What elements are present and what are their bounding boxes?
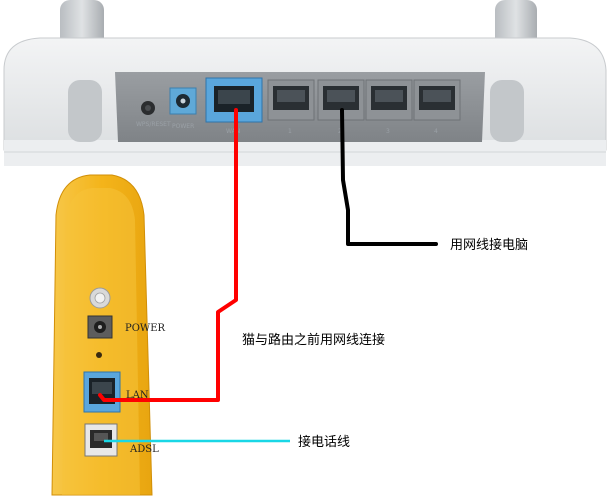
modem-router-cable [98,108,238,402]
modem-front-face [62,188,140,495]
right-antenna-base [490,80,524,142]
modem-indicator-led [96,352,102,358]
computer-cable [340,108,438,246]
router-bottom-lip [4,140,606,166]
router-power-label: POWER [172,123,194,130]
modem-adsl-port[interactable] [84,423,118,457]
lan-port-1-label: 1 [288,128,292,135]
left-antenna-base [68,80,102,142]
lan-port-3[interactable] [365,79,413,121]
modem-power-switch[interactable] [89,287,111,309]
reset-label: WPS/RESET [136,121,171,128]
modem-adsl-label: ADSL [129,444,159,455]
lan-port-1[interactable] [267,79,315,121]
lan-port-4[interactable] [413,79,461,121]
modem-power-label: POWER [125,323,166,334]
lan-port-4-label: 4 [434,128,438,135]
phone-line-annotation: 接电话线 [298,434,350,450]
wan-label: WAN [226,128,240,135]
router-power-jack [169,87,197,115]
computer-cable-annotation: 用网线接电脑 [450,237,528,253]
reset-button[interactable] [141,101,155,115]
lan-port-2-label: 2 [338,128,342,135]
modem: POWER LAN ADSL [51,174,166,496]
router: WPS/RESET POWER WAN 1 [3,0,607,166]
modem-lan-port[interactable] [83,371,121,413]
modem-lan-label: LAN [126,390,149,401]
lan-port-3-label: 3 [386,128,390,135]
modem-power-jack [87,315,113,339]
modem-router-cable-annotation: 猫与路由之前用网线连接 [242,332,385,348]
